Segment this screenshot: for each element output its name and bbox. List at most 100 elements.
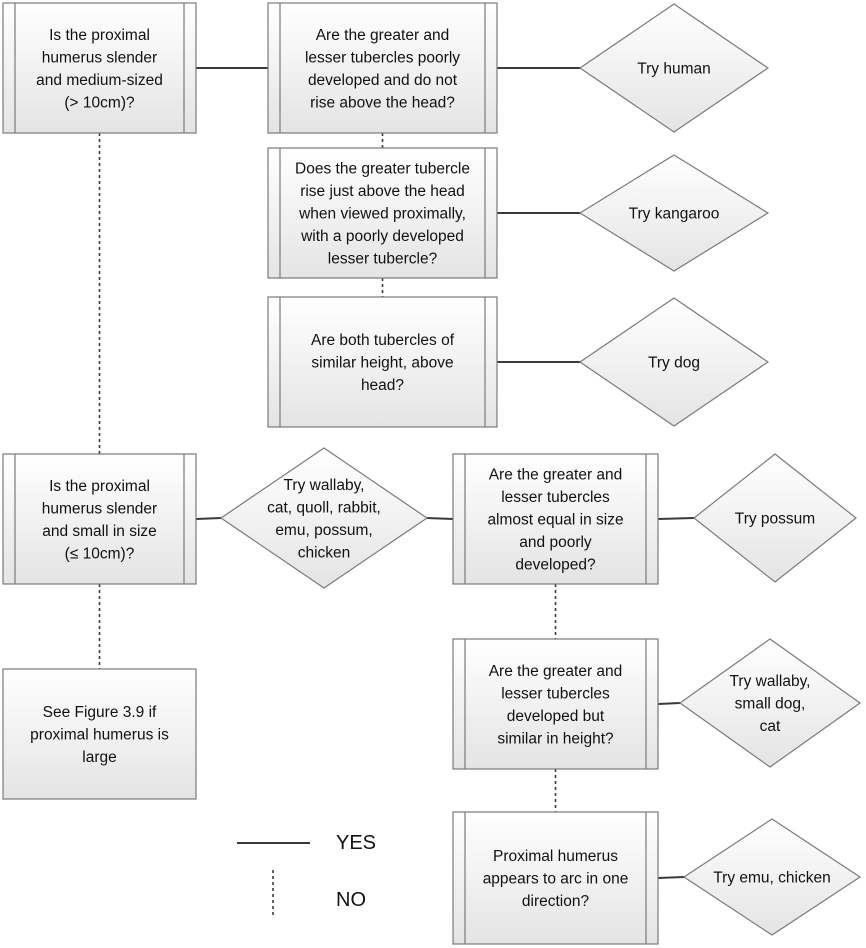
node-label-line: almost equal in size bbox=[487, 512, 623, 529]
node-label: Try wallaby, small dog, cat bbox=[730, 673, 811, 735]
node-label: Proximal humerus appears to arc in one dir… bbox=[483, 848, 629, 910]
node-label-line: (> 10cm)? bbox=[64, 94, 135, 111]
process-shape bbox=[2, 453, 197, 585]
decision-shape bbox=[219, 447, 429, 589]
node-label-line: appears to arc in one bbox=[483, 871, 629, 888]
node-label-line: Are the greater and bbox=[316, 27, 450, 44]
node-label-line: with a poorly developed bbox=[300, 228, 464, 245]
node-label: Try emu, chicken bbox=[713, 870, 830, 887]
node-label: Are the greater and lesser tubercles almos… bbox=[487, 467, 623, 574]
node-label-line: Proximal humerus bbox=[493, 848, 618, 865]
edge-yes-q-equal-poor-to-r-possum bbox=[657, 517, 695, 520]
node-label: Are the greater and lesser tubercles devel… bbox=[489, 663, 623, 748]
node-r-human: Try human bbox=[578, 3, 770, 133]
edge-yes-q-developed-similar-to-r-wallaby-dog-cat bbox=[657, 702, 681, 705]
node-label-line: lesser tubercles bbox=[501, 685, 610, 702]
node-label-line: similar height, above bbox=[311, 355, 453, 372]
node-label-line: emu, possum, bbox=[275, 522, 372, 539]
node-label-line: lesser tubercles bbox=[501, 489, 610, 506]
node-r-emu-chicken: Try emu, chicken bbox=[682, 818, 862, 936]
node-q-developed-similar: Are the greater and lesser tubercles devel… bbox=[452, 638, 659, 770]
node-label: Try human bbox=[637, 61, 711, 78]
node-r-dog: Try dog bbox=[578, 297, 770, 427]
process-shape bbox=[452, 638, 659, 770]
node-label: Are the greater and lesser tubercles poor… bbox=[305, 27, 460, 112]
edge-yes-q-arc-to-r-emu-chicken bbox=[657, 876, 685, 879]
decision-shape bbox=[578, 154, 770, 272]
node-label-line: head? bbox=[361, 377, 404, 394]
node-label: Are both tubercles of similar height, abo… bbox=[311, 332, 455, 394]
node-label: Try dog bbox=[648, 355, 700, 372]
node-label-line: and small in size bbox=[42, 523, 157, 540]
node-label-line: Try wallaby, bbox=[284, 477, 365, 494]
node-label-line: humerus slender bbox=[42, 49, 157, 66]
node-q-greater-rises: Does the greater tubercle rise just above… bbox=[267, 147, 498, 279]
process-shape bbox=[267, 2, 498, 134]
node-label-line: Are the greater and bbox=[489, 663, 623, 680]
node-label-line: developed and do not bbox=[308, 72, 458, 89]
node-label-line: Try dog bbox=[648, 355, 700, 372]
decision-shape bbox=[693, 453, 857, 583]
node-label-line: Is the proximal bbox=[49, 478, 150, 495]
node-label-line: lesser tubercles poorly bbox=[305, 49, 460, 66]
edge-yes-r-wallaby-group-to-q-equal-poor bbox=[426, 517, 454, 520]
node-label: Is the proximal humerus slender and small … bbox=[42, 478, 157, 563]
node-label-line: (≤ 10cm)? bbox=[65, 545, 135, 562]
node-q-equal-poor: Are the greater and lesser tubercles almos… bbox=[452, 453, 659, 585]
node-r-wallaby-dog-cat: Try wallaby, small dog, cat bbox=[678, 638, 862, 768]
decision-shape bbox=[578, 3, 770, 133]
node-label: Try possum bbox=[735, 511, 815, 528]
node-label-line: cat bbox=[760, 718, 781, 735]
decision-shape bbox=[682, 818, 862, 936]
connectors bbox=[98, 67, 695, 879]
node-label: Does the greater tubercle rise just above… bbox=[295, 161, 470, 268]
decision-shape bbox=[678, 638, 862, 768]
node-label: Is the proximal humerus slender and medium… bbox=[36, 27, 163, 112]
node-label-line: rise above the head? bbox=[310, 94, 455, 111]
process-shape bbox=[452, 811, 659, 945]
process-shape bbox=[2, 2, 197, 134]
node-label: Try wallaby,cat, quoll, rabbit,emu, poss… bbox=[267, 477, 381, 562]
legend: YES NO bbox=[237, 832, 376, 917]
node-q-small: Is the proximal humerus slender and small … bbox=[2, 453, 197, 585]
process-shape bbox=[267, 147, 498, 279]
node-label-line: Is the proximal bbox=[49, 27, 150, 44]
process-shape bbox=[267, 296, 498, 428]
node-q-poor-tubercles: Are the greater and lesser tubercles poor… bbox=[267, 2, 498, 134]
node-label-line: developed but bbox=[507, 708, 605, 725]
node-r-possum: Try possum bbox=[693, 453, 857, 583]
node-label-line: Does the greater tubercle bbox=[295, 161, 470, 178]
legend-yes-label: YES bbox=[336, 832, 376, 854]
node-label-line: Try emu, chicken bbox=[713, 870, 830, 887]
box-shape bbox=[2, 668, 197, 800]
node-label-line: large bbox=[82, 749, 116, 766]
node-q-medium: Is the proximal humerus slender and medium… bbox=[2, 2, 197, 134]
node-label-line: small dog, bbox=[735, 696, 806, 713]
node-label-line: rise just above the head bbox=[300, 183, 465, 200]
node-label-line: lesser tubercle? bbox=[328, 251, 438, 268]
node-label-line: chicken bbox=[298, 544, 351, 561]
node-label-line: See Figure 3.9 if bbox=[43, 704, 157, 721]
node-label-line: similar in height? bbox=[497, 730, 614, 747]
legend-no-label: NO bbox=[336, 889, 366, 911]
node-label-line: and medium-sized bbox=[36, 72, 163, 89]
node-label-line: Are both tubercles of bbox=[311, 332, 455, 349]
node-r-wallaby-group: Try wallaby,cat, quoll, rabbit,emu, poss… bbox=[219, 447, 429, 589]
node-label-line: humerus slender bbox=[42, 500, 157, 517]
node-label: Try kangaroo bbox=[629, 206, 720, 223]
edge-yes-q-small-to-r-wallaby-group bbox=[195, 517, 222, 520]
node-label-line: Try wallaby, bbox=[730, 673, 811, 690]
node-label-line: Try human bbox=[637, 61, 711, 78]
node-label-line: Try possum bbox=[735, 511, 815, 528]
decision-shape bbox=[578, 297, 770, 427]
node-label-line: when viewed proximally, bbox=[298, 206, 466, 223]
node-r-kangaroo: Try kangaroo bbox=[578, 154, 770, 272]
node-label-line: direction? bbox=[522, 893, 590, 910]
node-q-both-similar: Are both tubercles of similar height, abo… bbox=[267, 296, 498, 428]
node-label-line: Are the greater and bbox=[489, 467, 623, 484]
process-shape bbox=[452, 453, 659, 585]
